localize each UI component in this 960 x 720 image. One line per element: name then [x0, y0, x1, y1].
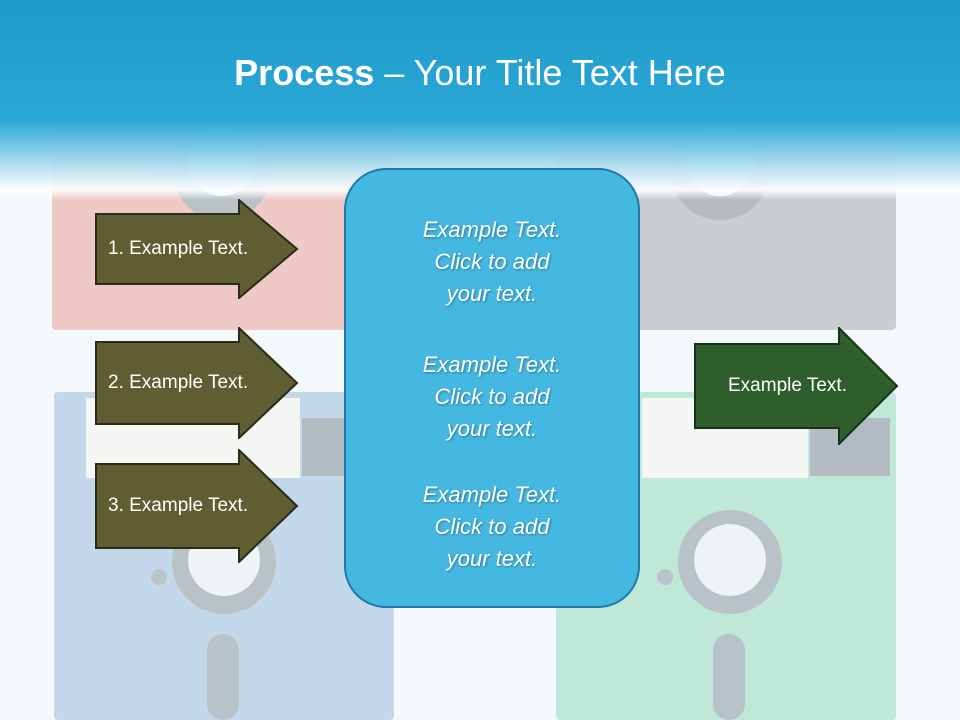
- center-paragraph-3: Example Text. Click to add your text.: [346, 479, 638, 575]
- disk-index-hole: [151, 569, 167, 585]
- title-rest: – Your Title Text Here: [374, 52, 726, 93]
- disk-hub-hole: [694, 524, 766, 596]
- arrow-shape: [95, 327, 299, 439]
- center-paragraph-2: Example Text. Click to add your text.: [346, 349, 638, 445]
- paragraph-line: Example Text.: [422, 217, 562, 242]
- process-step-2-arrow[interactable]: 2. Example Text.: [95, 327, 299, 439]
- paragraph-line: Example Text.: [422, 482, 562, 507]
- process-step-3-label: 3. Example Text.: [108, 495, 249, 516]
- arrow-shape: [95, 199, 299, 299]
- paragraph-line: Example Text.: [422, 352, 562, 377]
- disk-index-hole: [657, 569, 673, 585]
- paragraph-line: your text.: [446, 546, 538, 571]
- paragraph-line: your text.: [446, 281, 538, 306]
- process-step-1-label: 1. Example Text.: [108, 238, 249, 259]
- center-text-box[interactable]: Example Text. Click to add your text. Ex…: [344, 168, 640, 608]
- result-label: Example Text.: [728, 375, 847, 396]
- process-step-3-arrow[interactable]: 3. Example Text.: [95, 449, 299, 563]
- paragraph-line: Click to add: [434, 249, 550, 274]
- disk-read-slot: [207, 634, 239, 720]
- disk-shutter: [302, 418, 346, 476]
- process-step-2-label: 2. Example Text.: [108, 372, 249, 393]
- title-bold: Process: [234, 52, 375, 93]
- center-paragraph-1: Example Text. Click to add your text.: [346, 214, 638, 310]
- paragraph-line: your text.: [446, 416, 538, 441]
- paragraph-line: Click to add: [434, 514, 550, 539]
- title-band: [0, 0, 960, 200]
- paragraph-line: Click to add: [434, 384, 550, 409]
- disk-read-slot: [713, 634, 745, 720]
- page-title[interactable]: Process – Your Title Text Here: [0, 52, 960, 94]
- process-step-1-arrow[interactable]: 1. Example Text.: [95, 199, 299, 299]
- arrow-shape: [694, 327, 899, 445]
- arrow-shape: [95, 449, 299, 563]
- result-arrow[interactable]: Example Text.: [694, 327, 899, 445]
